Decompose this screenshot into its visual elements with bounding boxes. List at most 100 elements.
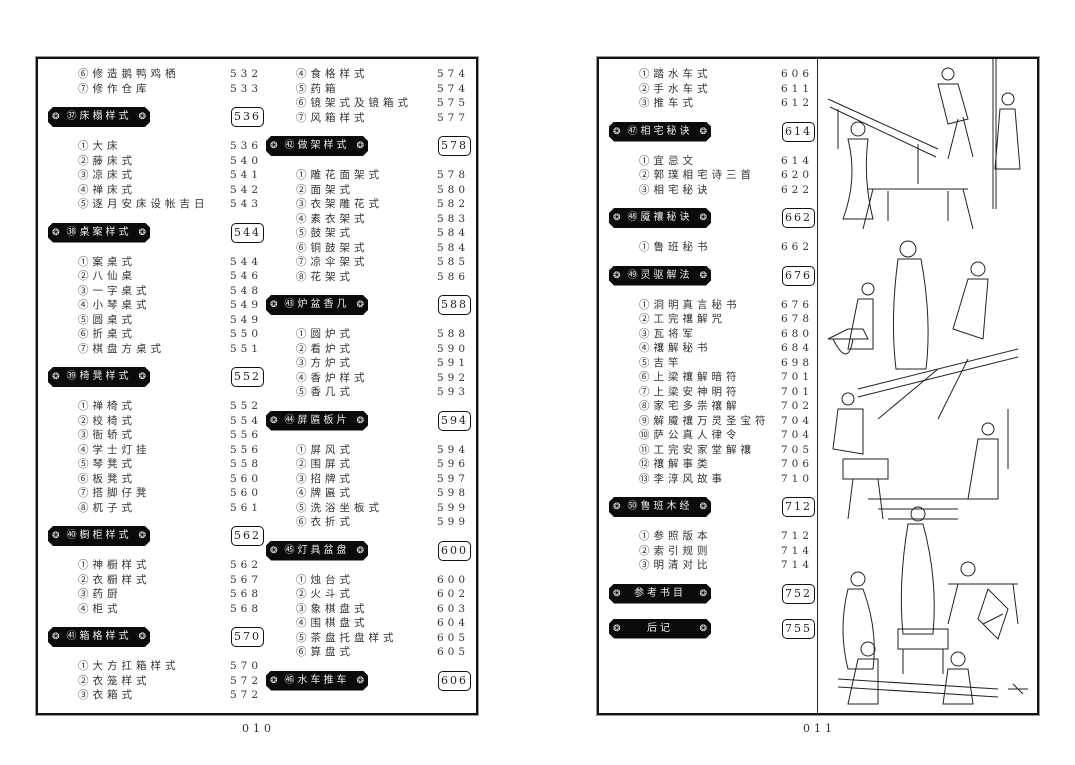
toc-section-header[interactable]: ❂㊹屏匾板片❂594 (266, 407, 471, 436)
toc-section-header[interactable]: ❂㊲床榻样式❂536 (48, 103, 264, 132)
toc-section-header[interactable]: ❂㊵橱柜样式❂562 (48, 522, 264, 551)
ornament-icon: ❂ (270, 545, 278, 556)
toc-section-header[interactable]: ❂㊸炉盆香几❂588 (266, 291, 471, 320)
toc-section-header[interactable]: ❂㊽魇禳秘诀❂662 (609, 204, 815, 233)
toc-section-header[interactable]: ❂㊺灯具盆盘❂600 (266, 537, 471, 566)
toc-section-header[interactable]: ❂㊷做架样式❂578 (266, 132, 471, 161)
toc-section-header[interactable]: ❂㊶箱格样式❂570 (48, 623, 264, 652)
toc-section-header[interactable]: ❂㊼相宅秘诀❂614 (609, 118, 815, 147)
section-page-box: 752 (782, 583, 815, 604)
toc-section-header[interactable]: ❂㊿鲁班木经❂712 (609, 493, 815, 522)
toc-section-header[interactable]: ❂㊻水车推车❂606 (266, 667, 471, 696)
toc-section-header[interactable]: ❂参考书目❂752 (609, 580, 815, 609)
toc-section-header[interactable]: ❂㊴椅凳样式❂552 (48, 363, 264, 392)
toc-section-header[interactable]: ❂㊾灵驱解法❂676 (609, 262, 815, 291)
toc-section-header[interactable]: ❂后记❂755 (609, 615, 815, 644)
section-plaque: ❂㊴椅凳样式❂ (48, 367, 150, 387)
toc-section-header[interactable]: ❂㊳桌案样式❂544 (48, 219, 264, 248)
